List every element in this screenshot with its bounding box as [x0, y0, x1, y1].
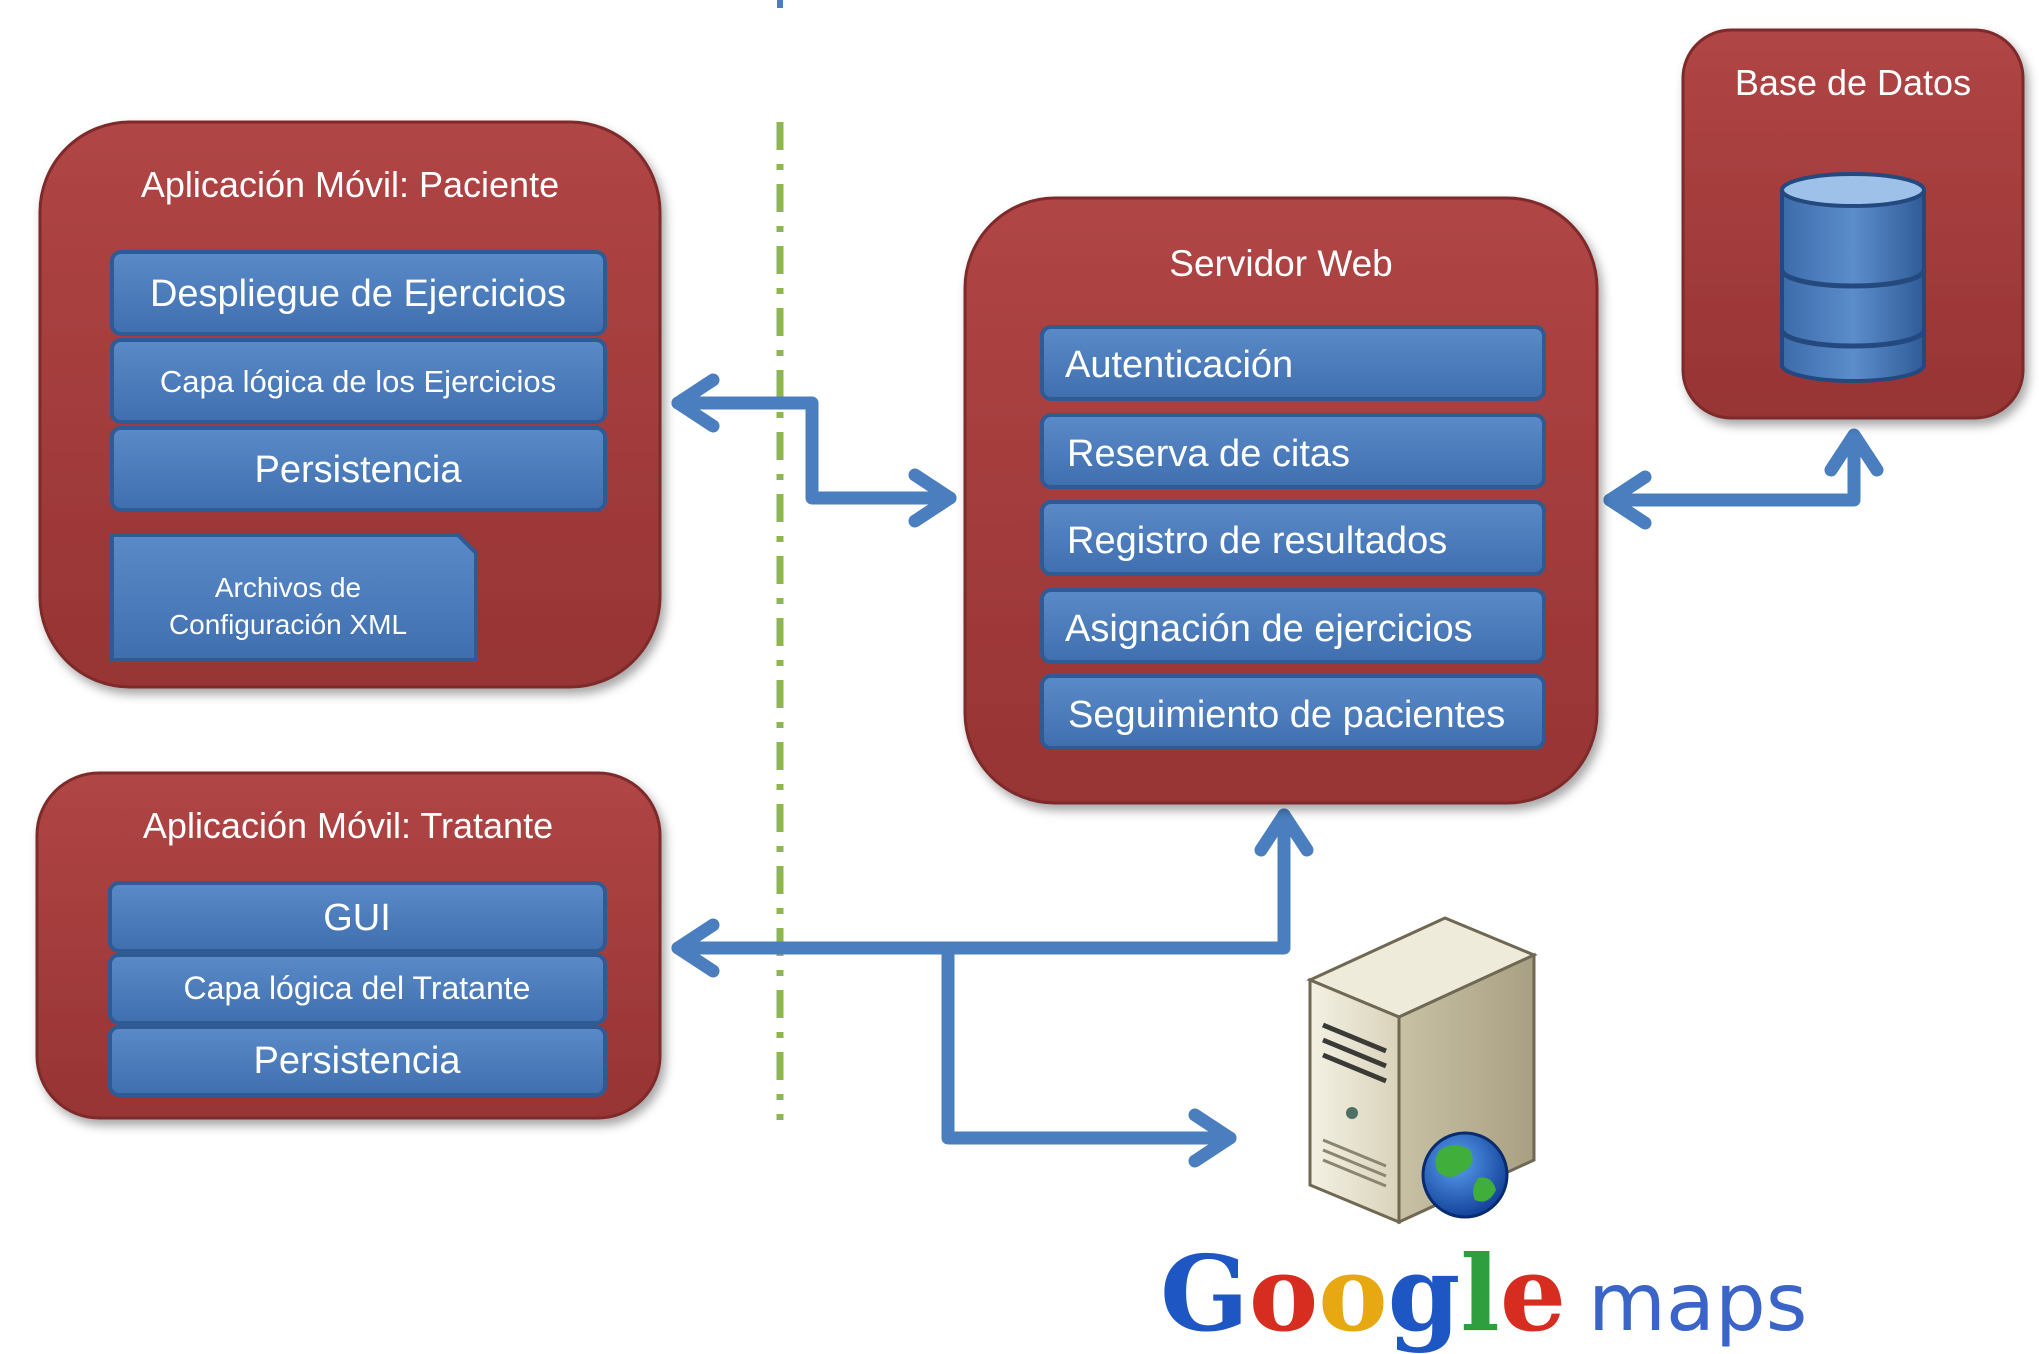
logo-letter: e — [1500, 1232, 1566, 1354]
connectors — [671, 373, 1884, 1168]
layer-label: Capa lógica de los Ejercicios — [160, 364, 556, 399]
database-title: Base de Datos — [1735, 62, 1971, 103]
patient-app-title: Aplicación Móvil: Paciente — [141, 164, 559, 205]
layer-label: Persistencia — [255, 449, 463, 491]
patient-server-connector — [671, 396, 957, 505]
server-database-connector — [1603, 433, 1861, 507]
doctor-app-title: Aplicación Móvil: Tratante — [143, 805, 553, 846]
layer-label: GUI — [323, 897, 391, 939]
maps-connector — [941, 941, 1237, 1145]
logo-letter: G — [1160, 1232, 1249, 1354]
doctor-app-container: Aplicación Móvil: Tratante GUI Capa lógi… — [35, 771, 662, 1120]
logo-letter: o — [1318, 1232, 1387, 1354]
layer-box: Persistencia — [110, 426, 607, 512]
database-arrowhead — [1824, 428, 1884, 477]
config-file-box: Archivos de Configuración XML — [110, 533, 478, 662]
layer-box: Capa lógica del Tratante — [108, 953, 607, 1025]
patient-end-arrowhead — [671, 373, 720, 433]
server-left-arrowhead — [908, 468, 957, 528]
web-server-title: Servidor Web — [1169, 243, 1392, 284]
config-file-label-line2: Configuración XML — [169, 609, 407, 640]
logo-letter: o — [1249, 1232, 1318, 1354]
database-cylinder-icon — [1779, 172, 1927, 383]
doctor-server-connector — [671, 808, 1291, 955]
module-label: Autenticación — [1065, 344, 1293, 386]
logo-letter: g — [1388, 1232, 1461, 1354]
module-label: Registro de resultados — [1067, 520, 1447, 562]
module-label: Reserva de citas — [1067, 433, 1350, 475]
layer-box: Persistencia — [108, 1025, 607, 1097]
module-box: Autenticación — [1040, 325, 1546, 401]
patient-app-container: Aplicación Móvil: Paciente Despliegue de… — [38, 120, 662, 689]
layer-box: Capa lógica de los Ejercicios — [110, 338, 607, 424]
server-globe-icon — [1306, 916, 1538, 1225]
server-bottom-arrowhead — [1254, 808, 1314, 857]
server-right-arrowhead — [1603, 470, 1652, 530]
maps-arrowhead — [1188, 1108, 1237, 1168]
module-box: Reserva de citas — [1040, 413, 1546, 489]
web-server-container: Servidor Web Autenticación Reserva de ci… — [963, 196, 1599, 805]
module-box: Asignación de ejercicios — [1040, 588, 1546, 664]
module-label: Seguimiento de pacientes — [1068, 694, 1505, 736]
layer-label: Persistencia — [254, 1040, 462, 1082]
layer-box: GUI — [108, 881, 607, 953]
module-box: Registro de resultados — [1040, 500, 1546, 576]
module-label: Asignación de ejercicios — [1065, 608, 1473, 650]
doctor-end-arrowhead — [671, 918, 720, 978]
layer-label: Capa lógica del Tratante — [184, 970, 531, 1006]
config-file-label-line1: Archivos de — [215, 572, 361, 603]
logo-letter: l — [1460, 1232, 1500, 1354]
layer-label: Despliegue de Ejercicios — [150, 273, 566, 315]
layer-box: Despliegue de Ejercicios — [110, 250, 607, 336]
database-container: Base de Datos — [1681, 28, 2025, 420]
module-box: Seguimiento de pacientes — [1040, 674, 1546, 750]
logo-maps-word: maps — [1588, 1256, 1807, 1349]
